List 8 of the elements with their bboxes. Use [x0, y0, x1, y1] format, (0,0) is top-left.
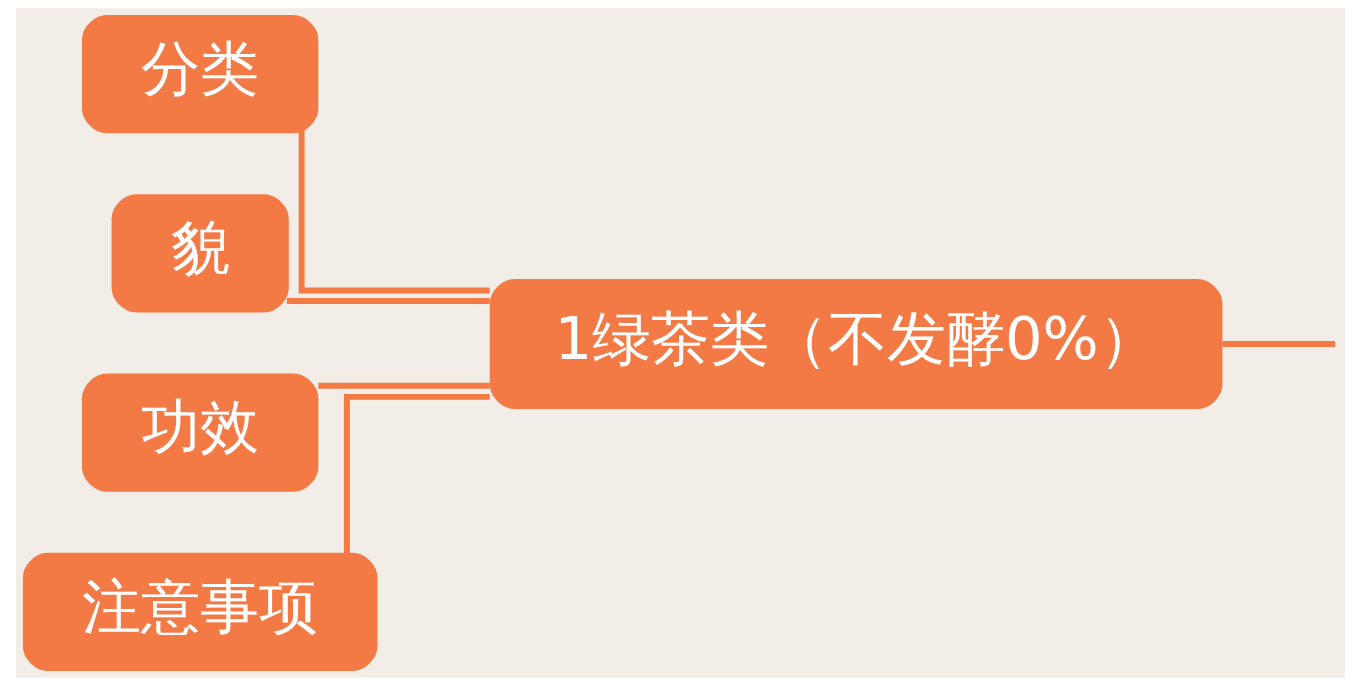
connector [1221, 341, 1335, 347]
connector [317, 382, 490, 389]
connector [286, 298, 490, 304]
node-box: 1绿茶类（不发酵0%） [489, 279, 1222, 409]
node-box: 貌 [111, 194, 289, 313]
node-box: 功效 [81, 373, 318, 492]
node-box: 注意事项 [22, 552, 377, 671]
node-box: 分类 [81, 15, 318, 134]
